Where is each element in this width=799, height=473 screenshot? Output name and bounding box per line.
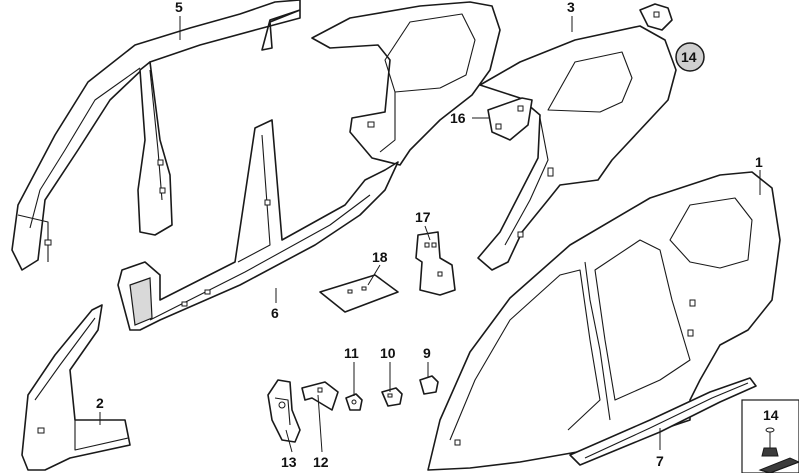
callout-16: 16 <box>450 110 466 126</box>
part-6-sill-and-b-pillar[interactable] <box>117 119 399 331</box>
callout-14-inset: 14 <box>763 407 779 423</box>
callout-2: 2 <box>96 395 104 411</box>
callout-18: 18 <box>372 249 388 265</box>
callout-14-badge-label: 14 <box>681 49 697 65</box>
callout-12: 12 <box>313 454 329 470</box>
part-5-rear-quarter-inner[interactable] <box>311 1 501 166</box>
callout-17: 17 <box>415 209 431 225</box>
part-16-bracket[interactable] <box>487 97 533 141</box>
part-14-fastener-inset <box>741 399 799 473</box>
callout-3: 3 <box>567 0 575 15</box>
callout-9: 9 <box>423 345 431 361</box>
leader-18 <box>367 264 381 286</box>
leader-12 <box>317 394 323 453</box>
part-18-pad-plate[interactable] <box>319 274 399 313</box>
part-17-bracket[interactable] <box>415 231 456 296</box>
callout-10: 10 <box>380 345 396 361</box>
callout-1: 1 <box>755 154 763 170</box>
callout-11: 11 <box>344 345 359 361</box>
leader-17 <box>424 225 431 241</box>
part-1-complete-side-frame[interactable] <box>427 171 781 471</box>
part-5-inner-side-frame[interactable] <box>11 0 301 271</box>
part-12-bracket[interactable] <box>301 381 339 411</box>
callout-13: 13 <box>281 454 297 470</box>
leader-13 <box>285 429 293 453</box>
part-7-sill-strip[interactable] <box>569 377 757 466</box>
callout-7: 7 <box>656 453 664 469</box>
part-11-small-clip[interactable] <box>345 393 363 411</box>
part-2-a-pillar-reinforcement[interactable] <box>21 304 131 471</box>
part-13-bracket[interactable] <box>267 379 301 443</box>
callout-6: 6 <box>271 305 279 321</box>
part-10-small-bracket[interactable] <box>381 387 403 407</box>
part-9-grommet[interactable] <box>419 375 439 395</box>
part-3-outer-side-panel[interactable] <box>477 25 677 271</box>
callout-14-badge: 14 <box>675 42 705 72</box>
part-14-clip-upper[interactable] <box>639 3 673 31</box>
callout-5: 5 <box>175 0 183 15</box>
